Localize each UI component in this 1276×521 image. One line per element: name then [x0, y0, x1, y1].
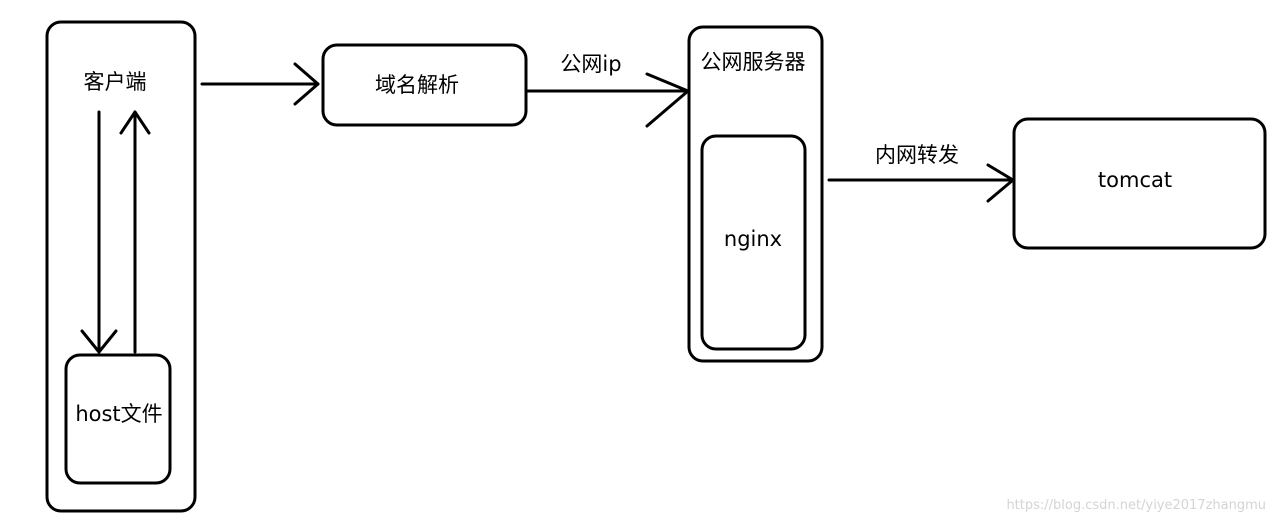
- watermark-text: https://blog.csdn.net/yiye2017zhangmu: [1006, 498, 1266, 513]
- tomcat-label: tomcat: [1098, 168, 1172, 192]
- nginx-to-tomcat-label: 内网转发: [875, 143, 959, 167]
- host-file-box: [64, 353, 172, 485]
- public-server-box: [687, 25, 824, 363]
- client-label: 客户端: [84, 70, 147, 94]
- nginx-label: nginx: [724, 227, 782, 251]
- client-box: [45, 20, 197, 513]
- host-to-client-arrow: [119, 110, 151, 354]
- nginx-to-tomcat-arrow: [827, 163, 1015, 203]
- nginx-box: [700, 134, 807, 351]
- client-to-dns-arrow: [200, 62, 320, 106]
- dns-label: 域名解析: [375, 73, 459, 97]
- client-to-host-arrow: [80, 110, 118, 354]
- dns-to-server-label: 公网ip: [560, 52, 621, 76]
- host-file-label: host文件: [75, 402, 162, 426]
- public-server-label: 公网服务器: [701, 50, 806, 74]
- dns-to-server-arrow: [526, 72, 690, 128]
- dns-box: [321, 43, 528, 127]
- tomcat-box: [1012, 117, 1267, 250]
